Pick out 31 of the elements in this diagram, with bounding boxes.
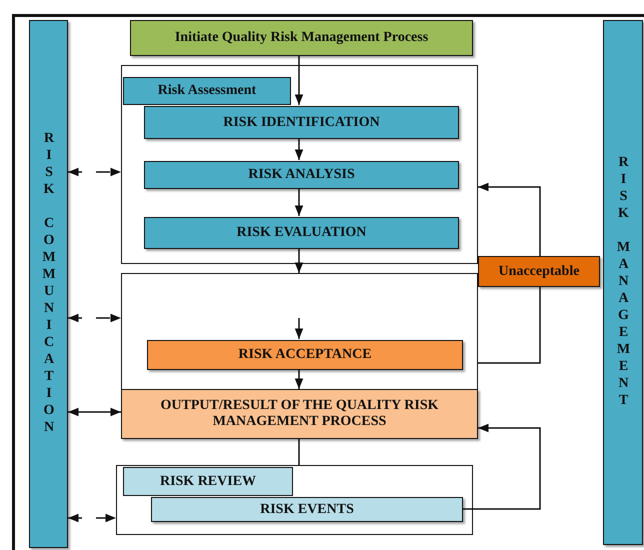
arrow [294, 138, 304, 160]
side-bar [29, 20, 68, 548]
connector-line [478, 287, 541, 364]
arrow [294, 369, 304, 389]
side-bar [603, 20, 643, 545]
arrow [294, 188, 304, 216]
group-frame [121, 273, 478, 390]
process-box: RISK EVENTS [151, 497, 463, 522]
decision-box: Unacceptable [478, 256, 600, 287]
arrow [294, 248, 304, 273]
process-box: RISK ANALYSIS [144, 161, 459, 189]
vertical-label: RISK MANAGEMENT [615, 155, 631, 410]
arrow [462, 424, 541, 510]
connector-line [298, 439, 300, 465]
group-frame [116, 465, 473, 535]
arrow [68, 514, 116, 522]
output-box: OUTPUT/RESULT OF THE QUALITY RISK MANAGEMENT PROCESS [121, 389, 478, 439]
arrow [294, 56, 304, 105]
arrow [294, 318, 304, 339]
section-tab: RISK REVIEW [123, 467, 293, 496]
vertical-label: RISK COMMUNICATION [40, 131, 56, 437]
process-box: RISK ACCEPTANCE [147, 340, 463, 370]
group-frame [121, 65, 478, 264]
arrow [68, 168, 121, 176]
process-box: RISK EVALUATION [144, 217, 459, 249]
arrow [478, 182, 541, 256]
arrow [68, 314, 121, 322]
arrow [68, 408, 121, 416]
process-box: Initiate Quality Risk Management Process [130, 20, 473, 56]
section-tab: Risk Assessment [123, 77, 291, 105]
process-box: RISK IDENTIFICATION [144, 106, 459, 139]
